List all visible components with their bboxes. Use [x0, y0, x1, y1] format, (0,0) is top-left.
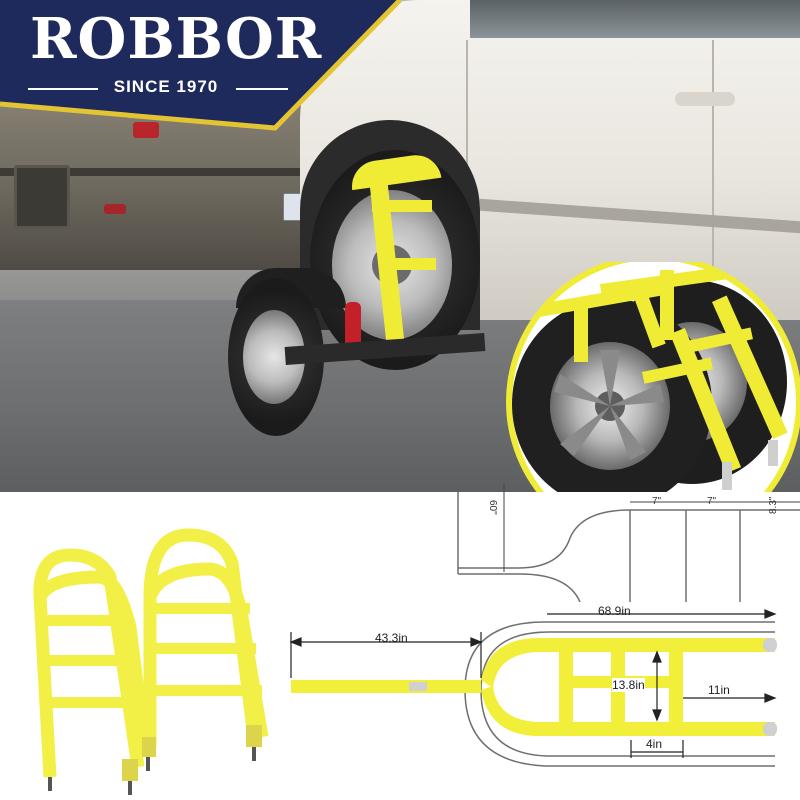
strap-outline-diagram [457, 484, 800, 602]
dimension-spacing-2: 7" [707, 496, 717, 507]
wheel-strap-rung [388, 258, 436, 270]
logo-rule-left [28, 88, 98, 90]
rv-stripe [0, 168, 330, 176]
banner-shape [0, 0, 402, 131]
dimension-overall-length: 68.9in [598, 604, 631, 618]
brand-banner: ROBBOR SINCE 1970 [0, 0, 800, 140]
strap-dimension-diagram [289, 609, 777, 767]
car-window [470, 0, 800, 38]
rv-marker-light [104, 204, 126, 214]
brand-logo: ROBBOR [30, 6, 323, 72]
dimension-spacing-1: 7" [652, 496, 662, 507]
dimension-height: 60" [487, 500, 498, 515]
dolly-tail-light [345, 302, 361, 350]
product-detail-area: 60" 7" 7" 8.3" [0, 484, 800, 800]
brand-since: SINCE 1970 [113, 77, 219, 96]
dimension-spacing-3: 8.3" [768, 496, 779, 514]
dimension-rung-spacing: 4in [646, 737, 663, 751]
rv-tail-light [133, 122, 159, 138]
rv-window [14, 165, 70, 229]
dimension-ladder-height: 13.8in [612, 678, 645, 692]
car-door-seam-rear [712, 40, 714, 270]
strap-pair-photo [33, 528, 269, 795]
wheel-strap-rung [372, 200, 432, 212]
dimension-tail-length: 43.3in [375, 631, 408, 645]
logo-rule-right [236, 88, 288, 90]
strap-inset-circle [506, 262, 800, 507]
door-handle [675, 92, 735, 106]
dimension-end-length: 11in [708, 683, 730, 697]
